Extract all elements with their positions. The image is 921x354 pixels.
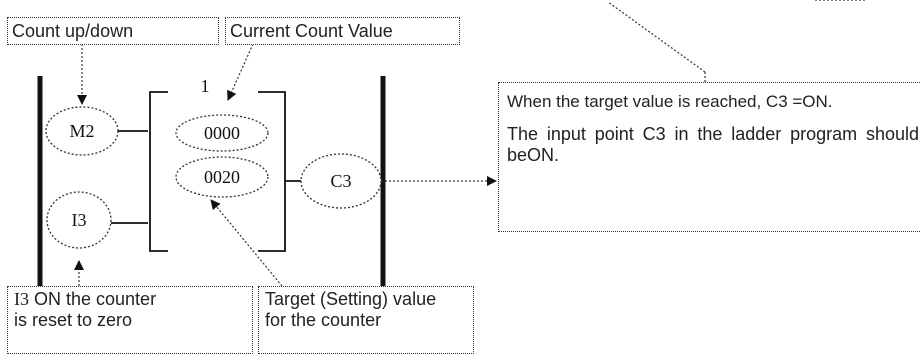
current-count-value-label: Current Count Value (225, 17, 460, 45)
target-note-line1: Target (Setting) value (265, 289, 437, 309)
current-value-oval (175, 114, 269, 152)
reset-note: I3 ON the counter is reset to zero (7, 286, 253, 354)
current-count-value-text: Current Count Value (230, 21, 393, 41)
contact-i3 (46, 191, 112, 249)
target-note-line2: for the counter (265, 310, 382, 330)
reset-note-input: I3 (14, 289, 29, 309)
count-up-down-label: Count up/down (7, 17, 219, 45)
target-value-note: Target (Setting) value for the counter (258, 286, 474, 354)
contact-i3-label: I3 (72, 210, 87, 230)
result-note-line1: When the target value is reached, C3 =ON… (507, 92, 833, 111)
setting-value-text: 0020 (204, 167, 240, 187)
counter-bracket-left (149, 91, 168, 252)
counter-bracket-right (258, 91, 286, 252)
count-up-down-text: Count up/down (12, 21, 134, 41)
reset-note-line2: is reset to zero (14, 310, 133, 330)
coil-c3-label: C3 (330, 171, 351, 191)
counter-number: 1 (201, 76, 210, 96)
result-note: When the target value is reached, C3 =ON… (498, 82, 921, 232)
contact-m2-label: M2 (69, 121, 94, 141)
current-value-text: 0000 (204, 123, 240, 143)
leader-to-result (607, 1, 706, 73)
reset-note-line1: ON the counter (29, 289, 157, 309)
setting-value-oval (175, 156, 269, 198)
arrow-target-value (210, 199, 283, 287)
arrow-current-value (227, 43, 254, 101)
result-note-line2: The input point C3 in the ladder program… (507, 124, 919, 165)
